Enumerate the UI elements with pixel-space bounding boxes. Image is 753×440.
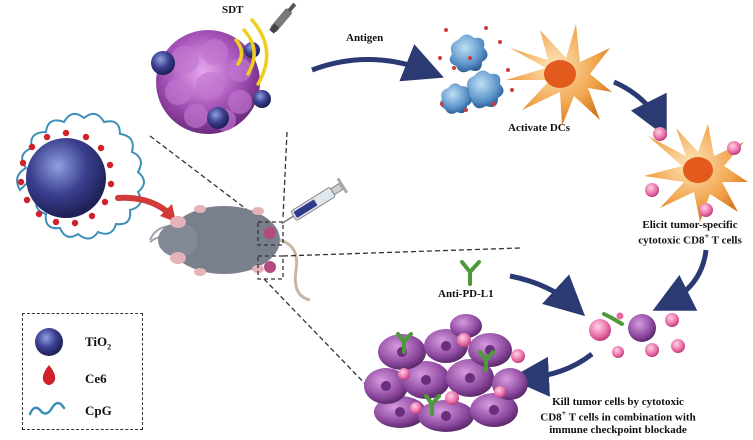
antigen-cells-icon (438, 26, 514, 114)
immune-synapse-icon (589, 312, 685, 358)
tumor-cell-cluster-icon (364, 314, 528, 432)
tumor-site-marker (264, 227, 276, 239)
legend-cpg-label: CpG (85, 403, 112, 418)
tumor-site-marker (264, 261, 276, 273)
legend-ce6-label: Ce6 (85, 371, 107, 386)
antibody-arrow (509, 273, 586, 317)
legend-box: TiO2 Ce6 CpG (22, 313, 143, 430)
tumor-connector-line (149, 135, 259, 219)
elicit-line-1: Elicit tumor-specific (642, 219, 738, 231)
tumor-connector-line (282, 247, 521, 257)
activate-dcs-label: Activate DCs (508, 122, 571, 134)
ultrasound-waves-icon (234, 18, 269, 86)
antigen-label: Antigen (346, 32, 384, 44)
kill-line-3: immune checkpoint blockade (549, 423, 687, 436)
tumor-connector-line (282, 131, 288, 219)
dc-tcell-icon (644, 124, 748, 222)
antibody-icon (460, 260, 481, 286)
kill-arrow (509, 352, 594, 397)
legend-cpg-icon (28, 401, 66, 416)
elicit-tcells-label: Elicit tumor-specific cytotoxic CD8+ T c… (628, 219, 752, 247)
syringe-icon (281, 177, 349, 225)
sdt-label: SDT (222, 4, 244, 16)
legend-tio2-label: TiO2 (85, 334, 112, 352)
kill-line-1: Kill tumor cells by cytotoxic (552, 396, 684, 408)
elicit-line-2: cytotoxic CD8+ T cells (638, 232, 742, 247)
tcell-down-arrow (652, 249, 709, 311)
antigen-arrow (311, 44, 444, 82)
dendritic-cell-icon (506, 24, 612, 126)
nanoparticle-large-icon (16, 112, 145, 240)
tumor-site-box (257, 221, 284, 246)
mouse-icon (149, 205, 311, 302)
kill-line-2: CD8+ T cells in combination with (540, 409, 696, 424)
legend-tio2-icon (35, 328, 63, 356)
legend-ce6-icon (42, 365, 56, 385)
tumor-site-box (257, 255, 284, 280)
injection-arrow (115, 194, 173, 217)
anti-pd-l1-label: Anti-PD-L1 (438, 288, 494, 300)
tumor-sdt-icon (151, 30, 271, 134)
kill-tumor-label: Kill tumor cells by cytotoxic CD8+ T cel… (520, 396, 716, 436)
dc-to-tcell-arrow (612, 79, 667, 138)
ultrasound-probe-icon (269, 2, 297, 34)
